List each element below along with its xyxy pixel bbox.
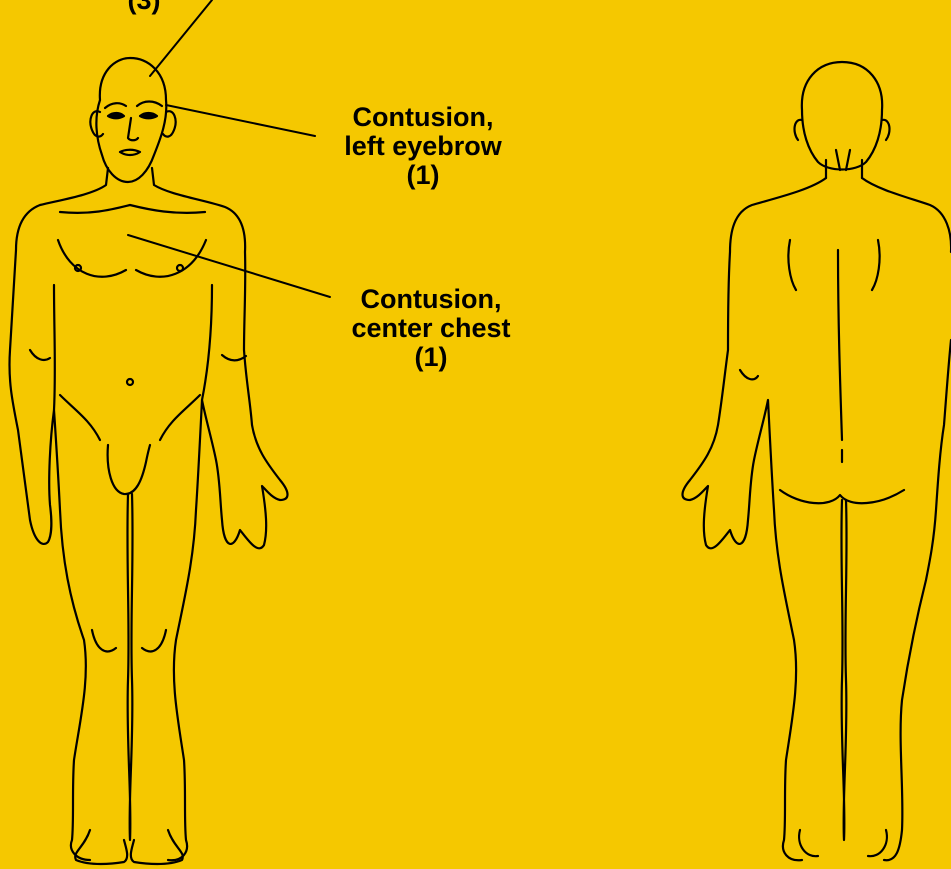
front-figure: [9, 58, 287, 864]
back-ear-right: [882, 120, 889, 140]
front-arm-left-inner: [54, 285, 55, 410]
front-hip-left: [60, 395, 100, 440]
leader-lines: [128, 0, 330, 297]
back-elbow-left: [740, 370, 758, 379]
front-foot-right: [131, 830, 183, 864]
front-collar: [60, 205, 205, 213]
front-pec-left: [58, 240, 126, 277]
annotation-top-cut: (3): [114, 0, 174, 15]
front-elbow-right: [222, 355, 246, 360]
front-hip-right: [160, 395, 200, 440]
back-scapula-left: [788, 240, 796, 290]
front-knee-right: [142, 630, 166, 651]
front-inner-legs: [127, 494, 132, 840]
front-arm-right-inner: [202, 285, 212, 400]
front-genitals: [108, 445, 150, 494]
front-body-right-outline: [152, 168, 288, 860]
front-knee-left: [92, 630, 116, 651]
front-nipple-right: [177, 265, 183, 271]
annotation-chest: Contusion, center chest (1): [326, 285, 536, 372]
annotation-eyebrow-line2: left eyebrow: [318, 132, 528, 161]
annotation-eyebrow-line1: Contusion,: [318, 103, 528, 132]
front-eye-right: [108, 113, 124, 118]
back-ear-left: [795, 120, 802, 140]
back-head: [802, 62, 882, 170]
back-body-left-outline: [683, 178, 827, 860]
annotation-chest-line2: center chest: [326, 314, 536, 343]
back-inner-legs: [841, 500, 846, 840]
back-heel-right: [868, 830, 887, 856]
front-eye-left: [140, 113, 157, 118]
front-nose: [128, 118, 138, 140]
back-scapula-right: [872, 240, 880, 290]
front-elbow-left: [30, 350, 50, 360]
back-body-right-lower: [884, 340, 951, 860]
back-neck: [826, 150, 862, 178]
back-body-right-outline: [862, 178, 951, 252]
front-pec-right: [136, 240, 206, 277]
front-navel: [127, 379, 133, 385]
front-body-left-outline: [9, 168, 108, 860]
back-spine: [838, 250, 842, 440]
back-heel-left: [799, 830, 818, 856]
leader-line-chest: [128, 235, 330, 297]
leader-line-eyebrow: [166, 105, 315, 136]
annotation-top-count: (3): [114, 0, 174, 15]
front-mouth: [120, 150, 140, 155]
front-eyebrow-right: [105, 103, 126, 108]
back-figure: [683, 62, 951, 860]
annotation-eyebrow-count: (1): [318, 161, 528, 190]
annotation-chest-line1: Contusion,: [326, 285, 536, 314]
annotation-chest-count: (1): [326, 343, 536, 372]
front-eyebrow-left: [137, 102, 162, 107]
annotation-eyebrow: Contusion, left eyebrow (1): [318, 103, 528, 190]
